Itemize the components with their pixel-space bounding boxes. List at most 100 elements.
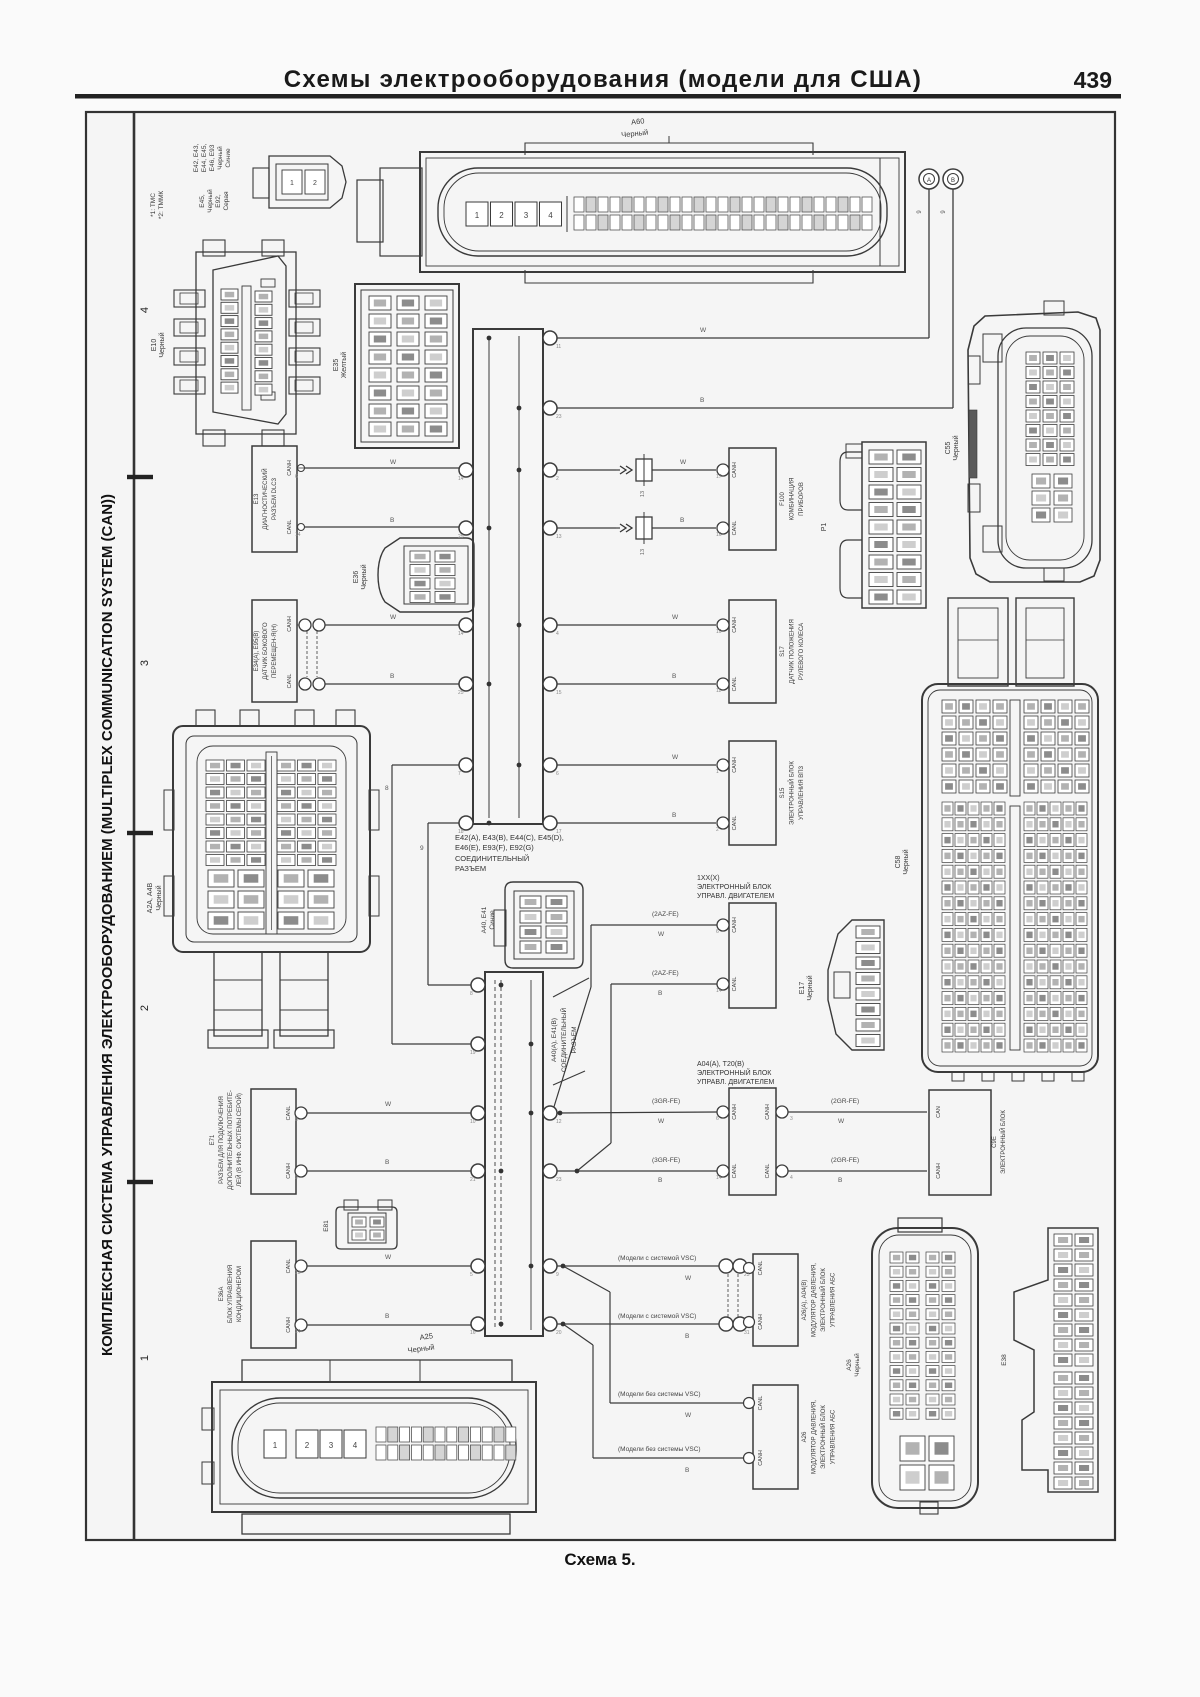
svg-text:ДОПОЛНИТЕЛЬНЫХ ПОТРЕБИТЕ-: ДОПОЛНИТЕЛЬНЫХ ПОТРЕБИТЕ- — [228, 1090, 234, 1190]
svg-text:14: 14 — [295, 1329, 301, 1335]
svg-text:Е42(А), Е43(В), Е44(С), Е45(D): Е42(А), Е43(В), Е44(С), Е45(D), — [455, 833, 564, 842]
svg-text:CANL: CANL — [732, 977, 738, 992]
svg-text:CANL: CANL — [286, 1259, 292, 1274]
svg-text:W: W — [672, 614, 679, 621]
svg-text:ЭЛЕКТРОННЫЙ БЛОК: ЭЛЕКТРОННЫЙ БЛОК — [819, 1268, 827, 1332]
svg-text:4: 4 — [139, 307, 151, 313]
svg-text:Черный: Черный — [952, 435, 960, 460]
svg-text:1ХХ(Х): 1ХХ(Х) — [697, 875, 720, 882]
svg-text:С58: С58 — [895, 855, 902, 868]
svg-text:Черный: Черный — [853, 1353, 861, 1377]
svg-text:S15: S15 — [780, 787, 786, 798]
svg-text:7: 7 — [458, 771, 461, 777]
svg-text:А60: А60 — [631, 116, 645, 126]
svg-text:УПРАВЛ. ДВИГАТЕЛЕМ: УПРАВЛ. ДВИГАТЕЛЕМ — [697, 1079, 775, 1086]
svg-text:CANL: CANL — [287, 674, 293, 689]
svg-text:Р1: Р1 — [821, 523, 828, 532]
svg-text:2: 2 — [499, 211, 504, 220]
svg-text:17: 17 — [716, 474, 722, 480]
svg-text:3: 3 — [139, 660, 151, 666]
svg-text:W: W — [385, 1254, 392, 1261]
svg-text:25: 25 — [458, 534, 464, 540]
svg-text:8: 8 — [385, 785, 389, 792]
svg-text:Е92,: Е92, — [215, 194, 222, 208]
svg-text:(2GR-FE): (2GR-FE) — [831, 1098, 859, 1105]
svg-text:УПРАВЛ. ДВИГАТЕЛЕМ: УПРАВЛ. ДВИГАТЕЛЕМ — [697, 893, 775, 900]
svg-text:CANL: CANL — [758, 1396, 764, 1411]
svg-text:B: B — [672, 812, 676, 819]
svg-text:W: W — [385, 1101, 392, 1108]
svg-text:Синие: Синие — [489, 910, 496, 930]
svg-text:Е42, Е43,: Е42, Е43, — [193, 144, 200, 173]
svg-text:19: 19 — [470, 1050, 476, 1056]
svg-text:6: 6 — [295, 474, 298, 480]
svg-text:1: 1 — [475, 211, 480, 220]
svg-text:РАЗЪЕМ ДЛЯ ПОДКЛЮЧЕНИЯ: РАЗЪЕМ ДЛЯ ПОДКЛЮЧЕНИЯ — [219, 1096, 225, 1184]
svg-text:Желтый: Желтый — [340, 352, 348, 378]
svg-text:Черный: Черный — [206, 189, 214, 213]
svg-text:(Модели без системы VSC): (Модели без системы VSC) — [618, 1390, 701, 1398]
svg-text:МОДУЛЯТОР ДАВЛЕНИЯ,: МОДУЛЯТОР ДАВЛЕНИЯ, — [812, 1400, 818, 1474]
svg-text:23: 23 — [556, 414, 562, 420]
svg-text:Черный: Черный — [806, 975, 814, 1000]
svg-text:W: W — [672, 754, 679, 761]
svg-text:РАЗЪЕМ DLC3: РАЗЪЕМ DLC3 — [272, 477, 278, 520]
svg-text:ЛЕЙ (В ИНФ. СИСТЕМЫ СЕРОЙ): ЛЕЙ (В ИНФ. СИСТЕМЫ СЕРОЙ) — [235, 1093, 243, 1187]
svg-text:B: B — [685, 1467, 689, 1474]
svg-text:B: B — [658, 1177, 662, 1184]
svg-text:СОЕДИНИТЕЛЬНЫЙ: СОЕДИНИТЕЛЬНЫЙ — [455, 854, 529, 863]
svg-text:(Модели без системы VSC): (Модели без системы VSC) — [618, 1445, 701, 1453]
svg-text:B: B — [838, 1177, 842, 1184]
svg-text:14: 14 — [458, 631, 464, 637]
svg-text:Е34(А), Е95(В): Е34(А), Е95(В) — [254, 631, 260, 672]
svg-text:13: 13 — [295, 1270, 301, 1276]
svg-text:CANH: CANH — [732, 757, 738, 773]
svg-text:ЭЛЕКТРОННЫЙ БЛОК: ЭЛЕКТРОННЫЙ БЛОК — [697, 882, 772, 891]
svg-text:B: B — [672, 673, 676, 680]
svg-text:CANL: CANL — [287, 520, 293, 535]
svg-text:А2А, А4В: А2А, А4В — [147, 882, 154, 913]
svg-text:9: 9 — [420, 845, 424, 852]
svg-text:W: W — [390, 614, 397, 621]
svg-text:W: W — [680, 459, 687, 466]
svg-text:CANH: CANH — [287, 616, 293, 632]
svg-text:(Модели с системой VSC): (Модели с системой VSC) — [618, 1254, 696, 1262]
svg-text:9: 9 — [556, 1272, 559, 1278]
svg-text:W: W — [658, 1118, 665, 1125]
svg-text:1: 1 — [716, 769, 719, 775]
svg-text:CANH: CANH — [758, 1314, 764, 1330]
svg-text:А26: А26 — [846, 1359, 853, 1371]
svg-text:9: 9 — [295, 1175, 298, 1181]
svg-text:С55: С55 — [945, 441, 952, 454]
svg-text:А40, Е41: А40, Е41 — [481, 906, 488, 933]
svg-text:Е71: Е71 — [210, 1134, 216, 1145]
svg-text:W: W — [838, 1118, 845, 1125]
svg-text:1: 1 — [290, 180, 294, 187]
svg-text:31: 31 — [744, 1330, 750, 1336]
svg-text:13: 13 — [640, 549, 646, 555]
svg-text:4: 4 — [790, 1175, 793, 1181]
svg-text:F100: F100 — [780, 492, 786, 506]
svg-text:11: 11 — [716, 688, 721, 694]
svg-text:Черный: Черный — [621, 128, 649, 140]
svg-text:ДИАГНОСТИЧЕСКИЙ: ДИАГНОСТИЧЕСКИЙ — [261, 468, 269, 529]
svg-text:2: 2 — [556, 476, 559, 482]
svg-text:3: 3 — [790, 1116, 793, 1122]
svg-text:Е46, Е93: Е46, Е93 — [209, 144, 216, 171]
svg-text:Е81: Е81 — [323, 1220, 330, 1232]
svg-text:B: B — [390, 517, 394, 524]
svg-text:1: 1 — [139, 1355, 151, 1361]
svg-text:13: 13 — [640, 491, 646, 497]
svg-text:CAN: CAN — [936, 1106, 942, 1118]
svg-text:6: 6 — [716, 1116, 719, 1122]
svg-text:CANL: CANL — [732, 816, 738, 831]
svg-text:CANH: CANH — [732, 1104, 738, 1120]
svg-text:CANH: CANH — [758, 1450, 764, 1466]
svg-text:15: 15 — [556, 690, 562, 696]
svg-text:10: 10 — [716, 629, 722, 635]
svg-text:W: W — [700, 327, 707, 334]
svg-text:CANL: CANL — [732, 521, 738, 536]
svg-text:ПРИБОРОВ: ПРИБОРОВ — [799, 482, 805, 516]
svg-text:9: 9 — [917, 210, 923, 214]
svg-text:10: 10 — [470, 1119, 476, 1125]
